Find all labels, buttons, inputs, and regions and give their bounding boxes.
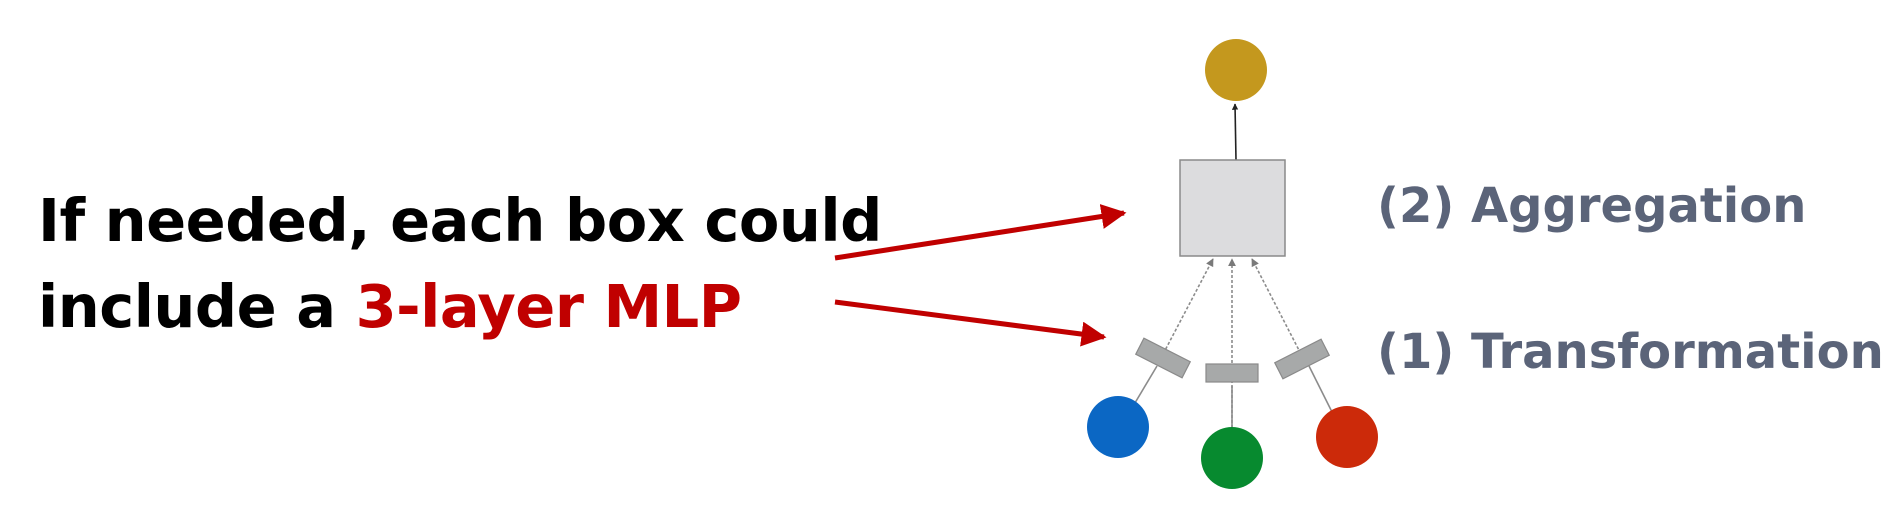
arrow-to-transformation <box>834 299 1107 347</box>
headline-line-1: If needed, each box could <box>38 186 882 255</box>
transform-box-right-icon <box>1273 338 1331 380</box>
headline-highlight: 3-layer MLP <box>355 272 742 341</box>
aggregation-label: (2) Aggregation <box>1377 178 1807 234</box>
headline-line-2-prefix: include a <box>38 272 356 341</box>
input-node-red-icon <box>1316 406 1378 468</box>
edge-transform-left-to-aggregation <box>1160 258 1214 359</box>
aggregation-box-icon <box>1179 159 1286 257</box>
transform-box-left-icon <box>1134 337 1192 379</box>
transform-box-middle-icon <box>1205 363 1259 383</box>
headline-line-2: include a 3-layer MLP <box>38 264 882 350</box>
input-node-green-icon <box>1201 427 1263 489</box>
arrow-to-aggregation <box>834 204 1127 261</box>
output-node-icon <box>1205 39 1267 101</box>
headline: If needed, each box could include a 3-la… <box>38 178 882 350</box>
edge-transform-right-to-aggregation <box>1251 258 1304 359</box>
transformation-label: (1) Transformation <box>1377 324 1884 380</box>
edge-aggregation-to-output <box>1231 103 1239 161</box>
input-node-blue-icon <box>1087 396 1149 458</box>
